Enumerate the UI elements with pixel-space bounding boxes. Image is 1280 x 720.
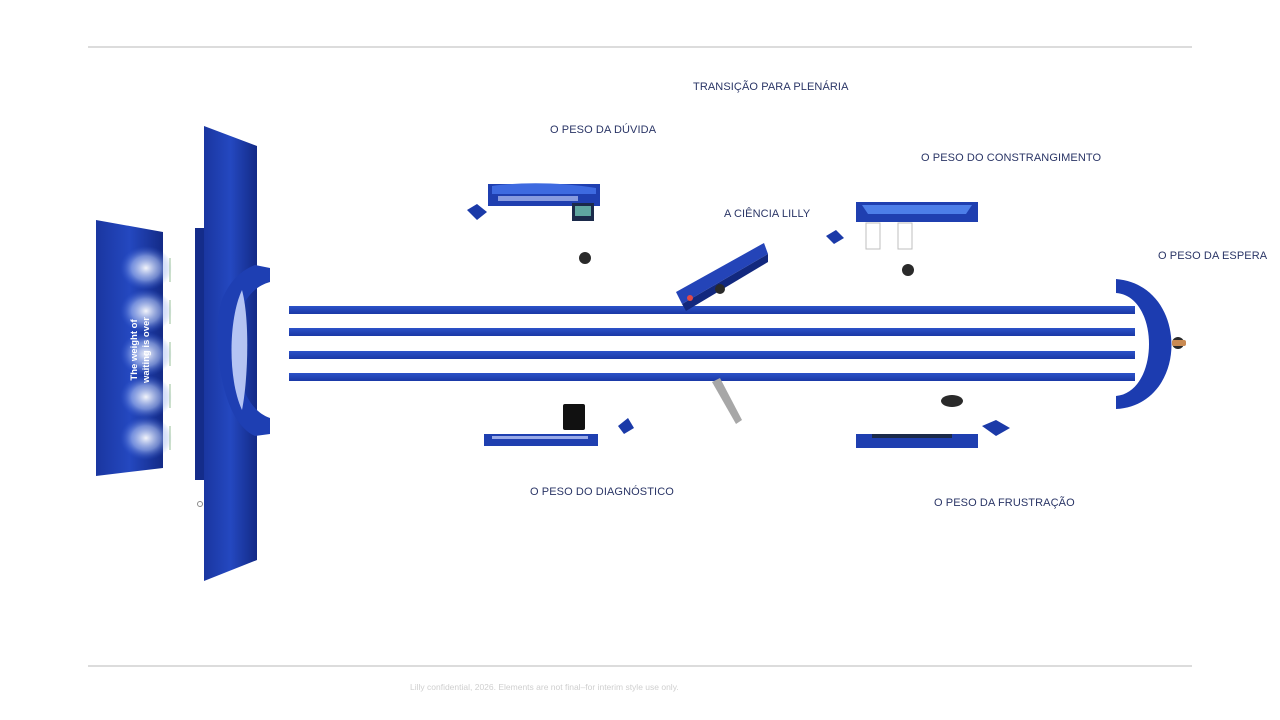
visitor-figure	[715, 284, 725, 294]
visitor-figure	[579, 252, 591, 264]
runway-stripe	[289, 373, 1135, 381]
doubt-station	[467, 183, 600, 264]
frustration-station	[856, 395, 1010, 448]
glow-panel	[120, 416, 172, 460]
runway	[289, 306, 1135, 381]
entrance-portal	[195, 126, 270, 581]
glow-panel	[120, 332, 172, 376]
visitor-figure	[902, 264, 914, 276]
embarrassment-station	[826, 202, 978, 276]
top-divider	[88, 46, 1192, 48]
label-transition: TRANSIÇÃO PARA PLENÁRIA	[693, 81, 849, 93]
runway-stripe	[289, 351, 1135, 359]
wall-sign-line-2: waiting is over	[141, 317, 152, 384]
label-frustration: O PESO DA FRUSTRAÇÃO	[934, 497, 1075, 509]
glow-panel	[120, 289, 172, 333]
glow-panel	[120, 375, 172, 419]
bottom-divider	[88, 665, 1192, 667]
label-diagnosis: O PESO DO DIAGNÓSTICO	[530, 486, 674, 498]
label-waiting: O PESO DA ESPERA	[1158, 250, 1268, 262]
runway-stripe	[289, 328, 1135, 336]
label-science: A CIÊNCIA LILLY	[724, 208, 811, 220]
diagnosis-station	[484, 378, 742, 446]
label-doubt: O PESO DA DÚVIDA	[550, 124, 657, 136]
confidential-footer: Lilly confidential, 2026. Elements are n…	[410, 682, 679, 692]
wall-sign-line-1: The weight of	[129, 319, 140, 381]
glow-panel	[120, 246, 172, 290]
waiting-arch	[1116, 279, 1186, 409]
label-embarrassment: O PESO DO CONSTRANGIMENTO	[921, 152, 1102, 164]
visitor-figure	[941, 395, 963, 407]
runway-stripe	[289, 306, 1135, 314]
entrance-sign-wall: The weight of waiting is over	[96, 220, 172, 476]
science-station	[676, 243, 768, 311]
